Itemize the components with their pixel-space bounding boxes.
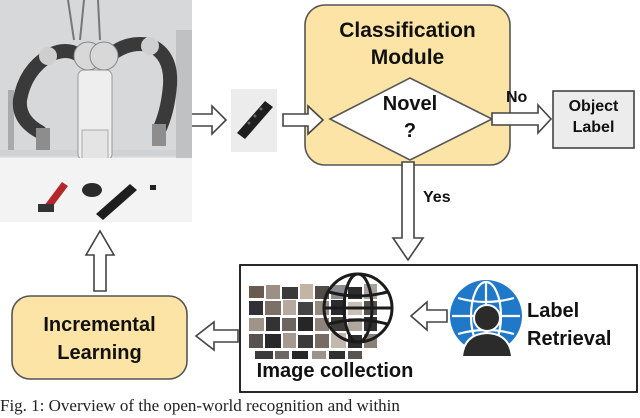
arrow-crop-to-module — [282, 104, 325, 136]
globe-person-icon — [450, 280, 522, 358]
novel-decision-line1: Novel — [382, 93, 438, 115]
arrow-incremental-up — [84, 229, 116, 292]
web-globe-icon — [322, 272, 394, 344]
arrow-collection-to-incremental — [194, 320, 239, 352]
image-collection-thumbnails — [249, 284, 377, 359]
object-label-line1: Object — [568, 98, 619, 115]
edge-label-no: No — [506, 89, 528, 106]
robot-illustration — [0, 0, 192, 222]
arrow-no-to-label — [491, 102, 553, 136]
incremental-learning-line1: Incremental — [43, 314, 156, 336]
object-label-box — [552, 90, 635, 149]
edge-label-yes: Yes — [423, 189, 451, 206]
arrow-yes-down — [391, 161, 425, 262]
novel-decision-line2: ? — [403, 120, 417, 142]
detected-object-crop — [231, 89, 277, 152]
robot-scene-photo — [0, 0, 192, 222]
image-collection-label: Image collection — [256, 360, 414, 382]
classification-module-title-line2: Module — [370, 46, 445, 69]
figure-caption: Fig. 1: Overview of the open-world recog… — [0, 396, 400, 415]
remote-control-illustration — [231, 89, 277, 152]
label-retrieval-line2: Retrieval — [527, 328, 612, 350]
label-retrieval-line1: Label — [527, 300, 580, 322]
incremental-learning-box — [11, 295, 188, 380]
classification-module-title-line1: Classification — [339, 19, 476, 42]
incremental-learning-line2: Learning — [57, 342, 142, 364]
object-label-line2: Label — [572, 119, 615, 136]
arrow-retrieval-to-collection — [409, 300, 448, 332]
arrow-robot-to-crop — [190, 104, 228, 136]
